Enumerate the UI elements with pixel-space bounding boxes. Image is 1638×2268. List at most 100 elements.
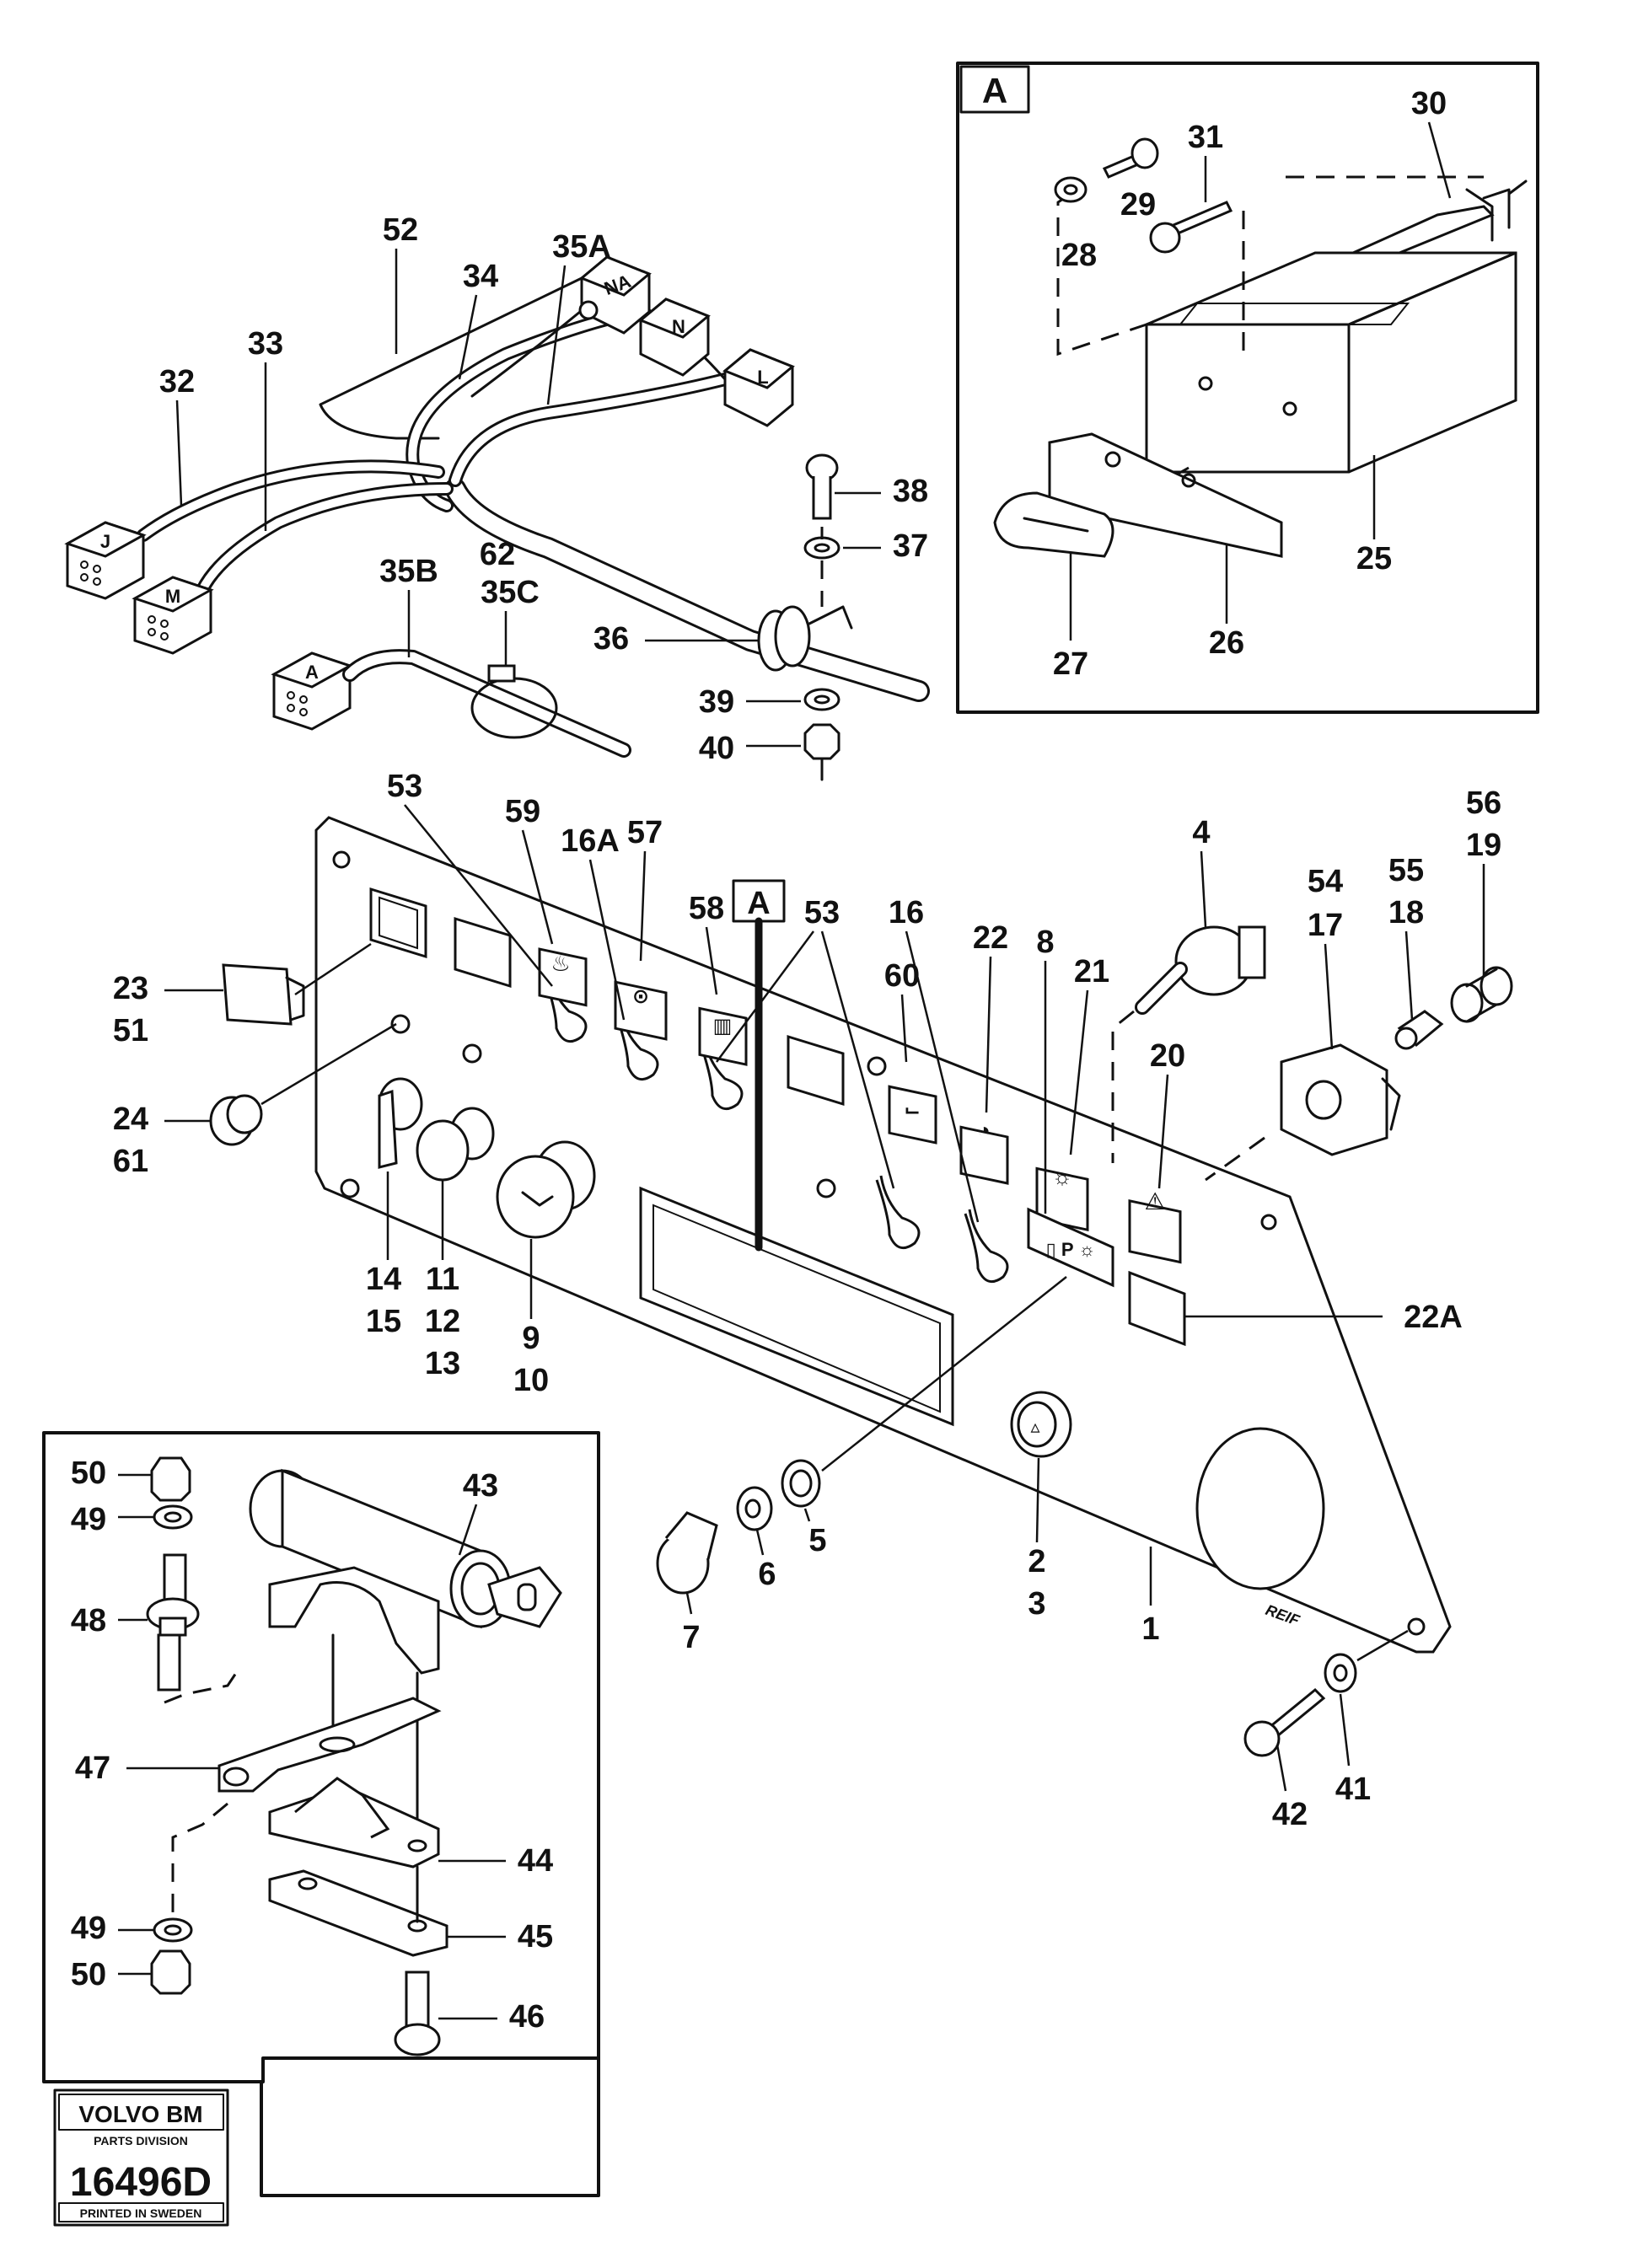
callout-23: 23: [113, 971, 148, 1006]
stamp-brand: VOLVO BM: [78, 2101, 202, 2127]
callout-26: 26: [1209, 625, 1244, 661]
callout-47: 47: [75, 1751, 110, 1786]
callout-14: 14: [366, 1262, 401, 1297]
svg-text:⚠: ⚠: [1144, 1188, 1165, 1214]
connector-l: L: [722, 348, 795, 427]
toggle-switch-14: [378, 1077, 423, 1169]
lighter-9: [496, 1140, 596, 1239]
indicator-lamp-53-c: [875, 1175, 921, 1250]
callout-31: 31: [1188, 120, 1223, 155]
callout-49-top: 49: [71, 1502, 106, 1537]
washer-49-top: [153, 1504, 193, 1530]
cap-7: [656, 1511, 718, 1595]
callout-50-bottom: 50: [71, 1957, 106, 1992]
washer-28: [1054, 176, 1088, 203]
bulb-55: [1394, 1010, 1444, 1050]
callout-53-a: 53: [387, 769, 422, 804]
callout-50-top: 50: [71, 1456, 106, 1491]
callout-35b: 35B: [379, 554, 438, 589]
callout-43: 43: [463, 1468, 498, 1504]
stamp-printed: PRINTED IN SWEDEN: [80, 2206, 202, 2220]
callout-53-b: 53: [804, 895, 840, 930]
callout-13: 13: [425, 1346, 460, 1381]
lock-inset-frame: [42, 1431, 600, 2197]
panel-callout-a-label: A: [747, 886, 770, 921]
callout-40: 40: [699, 731, 734, 766]
callout-60: 60: [884, 958, 920, 994]
callout-46: 46: [509, 1999, 545, 2035]
callout-8: 8: [1036, 925, 1054, 960]
svg-text:☼: ☼: [1052, 1164, 1072, 1189]
warning-light-57: ⊙: [614, 980, 668, 1041]
callout-2: 2: [1028, 1544, 1045, 1579]
callout-22a: 22A: [1404, 1300, 1463, 1335]
svg-text:▵: ▵: [1030, 1416, 1039, 1437]
connector-label-j: J: [100, 531, 110, 552]
stamp-division: PARTS DIVISION: [94, 2134, 188, 2147]
blank-cover-23: [222, 963, 305, 1026]
callout-30: 30: [1411, 86, 1447, 121]
push-button-11: [416, 1107, 495, 1182]
callout-56: 56: [1466, 785, 1501, 821]
plug-24: [209, 1094, 263, 1146]
callout-49-bottom: 49: [71, 1911, 106, 1946]
callout-5: 5: [808, 1523, 826, 1558]
callout-41: 41: [1335, 1772, 1371, 1807]
nut-50-top: [150, 1456, 191, 1502]
callout-39: 39: [699, 684, 734, 720]
callout-59: 59: [505, 794, 540, 829]
relay-box-25: [1145, 251, 1517, 474]
indicator-lamp-16a: [614, 1006, 659, 1081]
connector-label-m: M: [165, 586, 180, 607]
callout-6: 6: [758, 1557, 776, 1592]
ignition-switch-4: [1135, 925, 1266, 1015]
callout-27: 27: [1053, 646, 1088, 682]
connector-label-l: L: [757, 367, 768, 388]
callout-61: 61: [113, 1144, 148, 1179]
callout-9: 9: [522, 1321, 540, 1356]
callout-19: 19: [1466, 828, 1501, 863]
callout-22: 22: [973, 920, 1008, 956]
handle-27: [993, 491, 1114, 558]
screw-29: [1102, 137, 1159, 179]
lock-ring-5: [781, 1459, 821, 1508]
callout-32: 32: [159, 364, 195, 399]
instrument-panel-1: REIF: [314, 816, 1452, 1654]
callout-33: 33: [248, 326, 283, 362]
connector-label-n: N: [672, 316, 685, 337]
connector-a: A: [271, 651, 353, 731]
bushing-6: [736, 1486, 773, 1531]
svg-text:▯ P ☼: ▯ P ☼: [1046, 1239, 1096, 1260]
callout-24: 24: [113, 1102, 148, 1137]
washer-49-bottom: [153, 1917, 193, 1943]
nut-40: [803, 723, 840, 781]
callout-11: 11: [426, 1262, 459, 1297]
callout-7: 7: [682, 1620, 700, 1655]
panel-marking: REIF: [1264, 1601, 1302, 1629]
callout-20: 20: [1150, 1038, 1185, 1074]
svg-text:⌙: ⌙: [904, 1099, 921, 1122]
lamp-socket-54: [1280, 1043, 1401, 1156]
warning-light-59: ♨: [538, 947, 588, 1007]
warning-light-58: ▥: [698, 1006, 748, 1066]
screw-38: [805, 453, 839, 520]
bracket-47: [218, 1697, 442, 1793]
blank-cover-22a: [1128, 1270, 1186, 1347]
callout-62: 62: [480, 537, 515, 572]
callout-42: 42: [1272, 1797, 1308, 1832]
parts-division-stamp: VOLVO BM PARTS DIVISION 16496D PRINTED I…: [53, 2088, 229, 2227]
washer-37: [803, 536, 840, 560]
callout-15: 15: [366, 1304, 401, 1339]
inset-a-tag: A: [982, 71, 1007, 110]
svg-text:⊙: ⊙: [632, 985, 649, 1008]
stud-48: [146, 1553, 200, 1692]
callout-35c: 35C: [481, 575, 540, 610]
switch-21: ☼: [1035, 1164, 1089, 1232]
svg-text:▥: ▥: [713, 1015, 733, 1037]
ignition-lock-43: [249, 1468, 562, 1675]
callout-45: 45: [518, 1919, 553, 1954]
indicator-lamp-16: [964, 1209, 1009, 1284]
screw-42: [1243, 1687, 1326, 1757]
callout-37: 37: [893, 528, 928, 564]
